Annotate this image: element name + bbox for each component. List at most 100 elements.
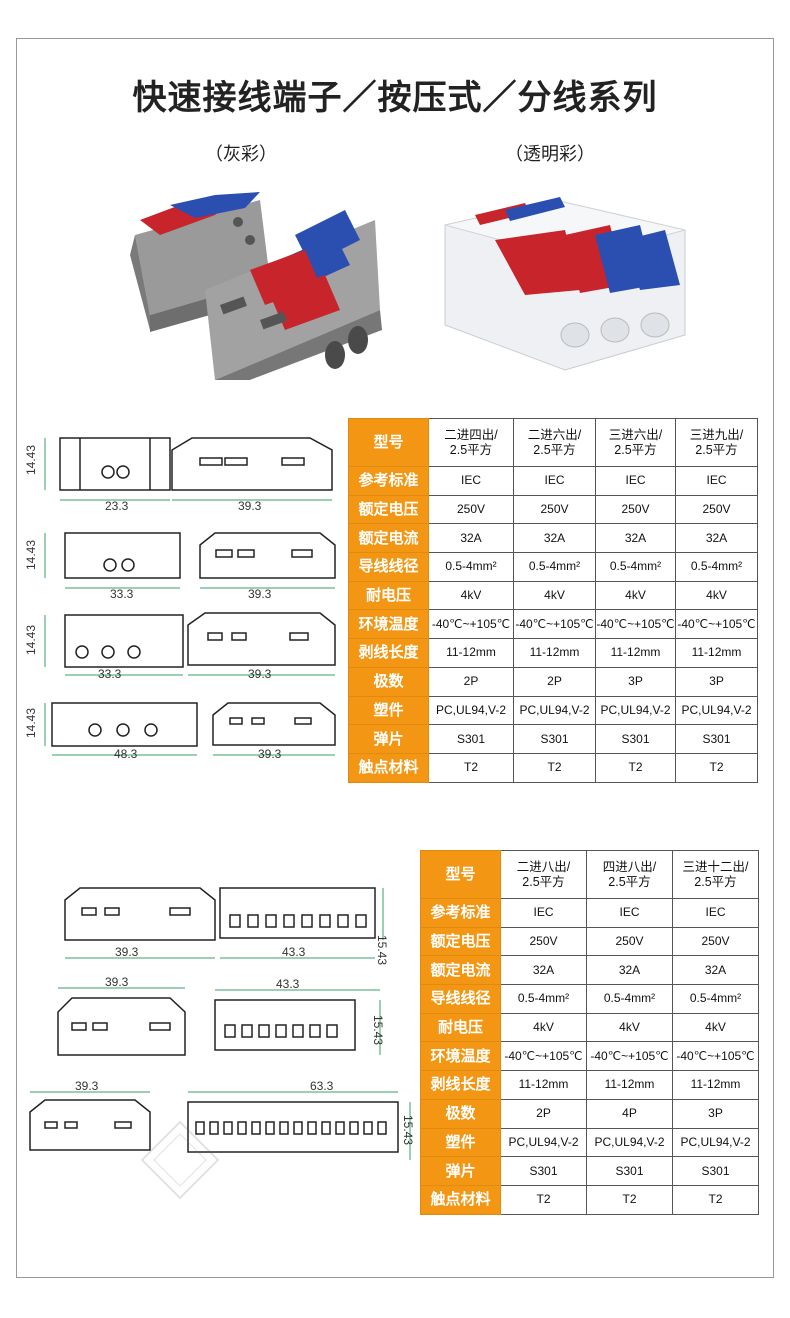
table1-cell: 32A [428, 523, 514, 554]
table2-cell: T2 [586, 1184, 673, 1215]
table1-row-label: 导线线径 [348, 552, 429, 582]
table1-cell: 32A [675, 523, 758, 554]
table2-row-label: 极数 [420, 1098, 501, 1129]
table2-row-label: 耐电压 [420, 1012, 501, 1043]
table1-cell: T2 [513, 752, 596, 783]
dim-side-2: 39.3 [248, 587, 272, 601]
spec-table-2: 型号二进八出/ 2.5平方四进八出/ 2.5平方三进十二出/ 2.5平方参考标准… [420, 850, 759, 1215]
table2-cell: S301 [586, 1156, 673, 1186]
table2-cell: 3P [672, 1098, 759, 1129]
table2-cell: 32A [672, 955, 759, 986]
table2-header-2: 三进十二出/ 2.5平方 [672, 850, 759, 899]
dim2-height-1: 15.43 [375, 935, 389, 965]
table1-cell: IEC [595, 466, 676, 496]
table2-cell: 4kV [500, 1012, 587, 1043]
table1-row: 环境温度-40℃~+105℃-40℃~+105℃-40℃~+105℃-40℃~+… [348, 609, 758, 640]
dim-width-1: 23.3 [105, 499, 129, 513]
table1-cell: 0.5-4mm² [428, 552, 514, 582]
table2-cell: T2 [672, 1184, 759, 1215]
table1-header-1: 二进六出/ 2.5平方 [513, 418, 596, 467]
table1-row-label: 剥线长度 [348, 638, 429, 668]
table1-cell: 32A [513, 523, 596, 554]
table2-row-label: 弹片 [420, 1156, 501, 1186]
dimension-drawings-1: 14.43 23.3 39.3 14.43 33.3 39.3 14.43 33… [24, 437, 336, 761]
dim2-height-2: 15.43 [371, 1015, 385, 1045]
dim2-top-2: 43.3 [276, 977, 300, 991]
table2-cell: IEC [500, 898, 587, 928]
table1-cell: 3P [675, 666, 758, 697]
dimension-drawings-2: 39.3 43.3 15.43 39.3 43.3 15.43 39.3 63.… [29, 887, 415, 1160]
table2-cell: IEC [672, 898, 759, 928]
dim-side-1: 39.3 [238, 499, 262, 513]
table1-cell: PC,UL94,V-2 [513, 695, 596, 726]
table2-cell: PC,UL94,V-2 [586, 1127, 673, 1158]
page-frame [16, 38, 774, 1278]
table1-cell: 11-12mm [428, 638, 514, 668]
dim-height-2: 14.43 [24, 540, 38, 570]
table1-cell: 2P [428, 666, 514, 697]
page-title: 快速接线端子／按压式／分线系列 [132, 78, 658, 118]
gray-variant-label: （灰彩） [205, 144, 277, 165]
table2-cell: 2P [500, 1098, 587, 1129]
table1-cell: 4kV [428, 580, 514, 611]
table1-cell: 11-12mm [675, 638, 758, 668]
table1-cell: 32A [595, 523, 676, 554]
table1-cell: 3P [595, 666, 676, 697]
table1-cell: IEC [513, 466, 596, 496]
table2-cell: S301 [672, 1156, 759, 1186]
table1-header-2: 三进六出/ 2.5平方 [595, 418, 676, 467]
table1-row-label: 额定电压 [348, 494, 429, 525]
table2-cell: PC,UL94,V-2 [500, 1127, 587, 1158]
spec-table-1: 型号二进四出/ 2.5平方二进六出/ 2.5平方三进六出/ 2.5平方三进九出/… [348, 418, 758, 783]
table1-cell: IEC [675, 466, 758, 496]
table2-label-model: 型号 [420, 850, 501, 899]
dim-height-4: 14.43 [24, 708, 38, 738]
table1-header-3: 三进九出/ 2.5平方 [675, 418, 758, 467]
clear-variant-label: （透明彩） [505, 144, 595, 165]
table2-row-label: 导线线径 [420, 984, 501, 1014]
table1-cell: S301 [513, 724, 596, 754]
dim-height-3: 14.43 [24, 625, 38, 655]
table1-cell: 4kV [595, 580, 676, 611]
table1-cell: T2 [428, 752, 514, 783]
table1-label-model: 型号 [348, 418, 429, 467]
table2-cell: 11-12mm [586, 1070, 673, 1100]
dim-width-3: 33.3 [98, 667, 122, 681]
table2-cell: 4P [586, 1098, 673, 1129]
table2-cell: 0.5-4mm² [500, 984, 587, 1014]
table1-cell: 11-12mm [513, 638, 596, 668]
table1-row-label: 环境温度 [348, 609, 429, 640]
gray-connector-photo [130, 192, 382, 380]
table1-row-label: 耐电压 [348, 580, 429, 611]
table1-cell: -40℃~+105℃ [595, 609, 676, 640]
table2-cell: 32A [500, 955, 587, 986]
table2-cell: 250V [586, 926, 673, 957]
watermark-logo [140, 1120, 220, 1200]
table2-cell: 0.5-4mm² [672, 984, 759, 1014]
table1-cell: 0.5-4mm² [513, 552, 596, 582]
table1-cell: S301 [595, 724, 676, 754]
table1-cell: 250V [675, 494, 758, 525]
table1-cell: -40℃~+105℃ [513, 609, 596, 640]
table2-header-1: 四进八出/ 2.5平方 [586, 850, 673, 899]
table2-header-0: 二进八出/ 2.5平方 [500, 850, 587, 899]
table2-row-label: 剥线长度 [420, 1070, 501, 1100]
table1-cell: -40℃~+105℃ [428, 609, 514, 640]
table1-row-label: 塑件 [348, 695, 429, 726]
table1-cell: -40℃~+105℃ [675, 609, 758, 640]
table1-cell: 0.5-4mm² [675, 552, 758, 582]
table1-cell: 2P [513, 666, 596, 697]
table1-header-row: 型号二进四出/ 2.5平方二进六出/ 2.5平方三进六出/ 2.5平方三进九出/… [348, 418, 758, 467]
table1-cell: PC,UL94,V-2 [428, 695, 514, 726]
